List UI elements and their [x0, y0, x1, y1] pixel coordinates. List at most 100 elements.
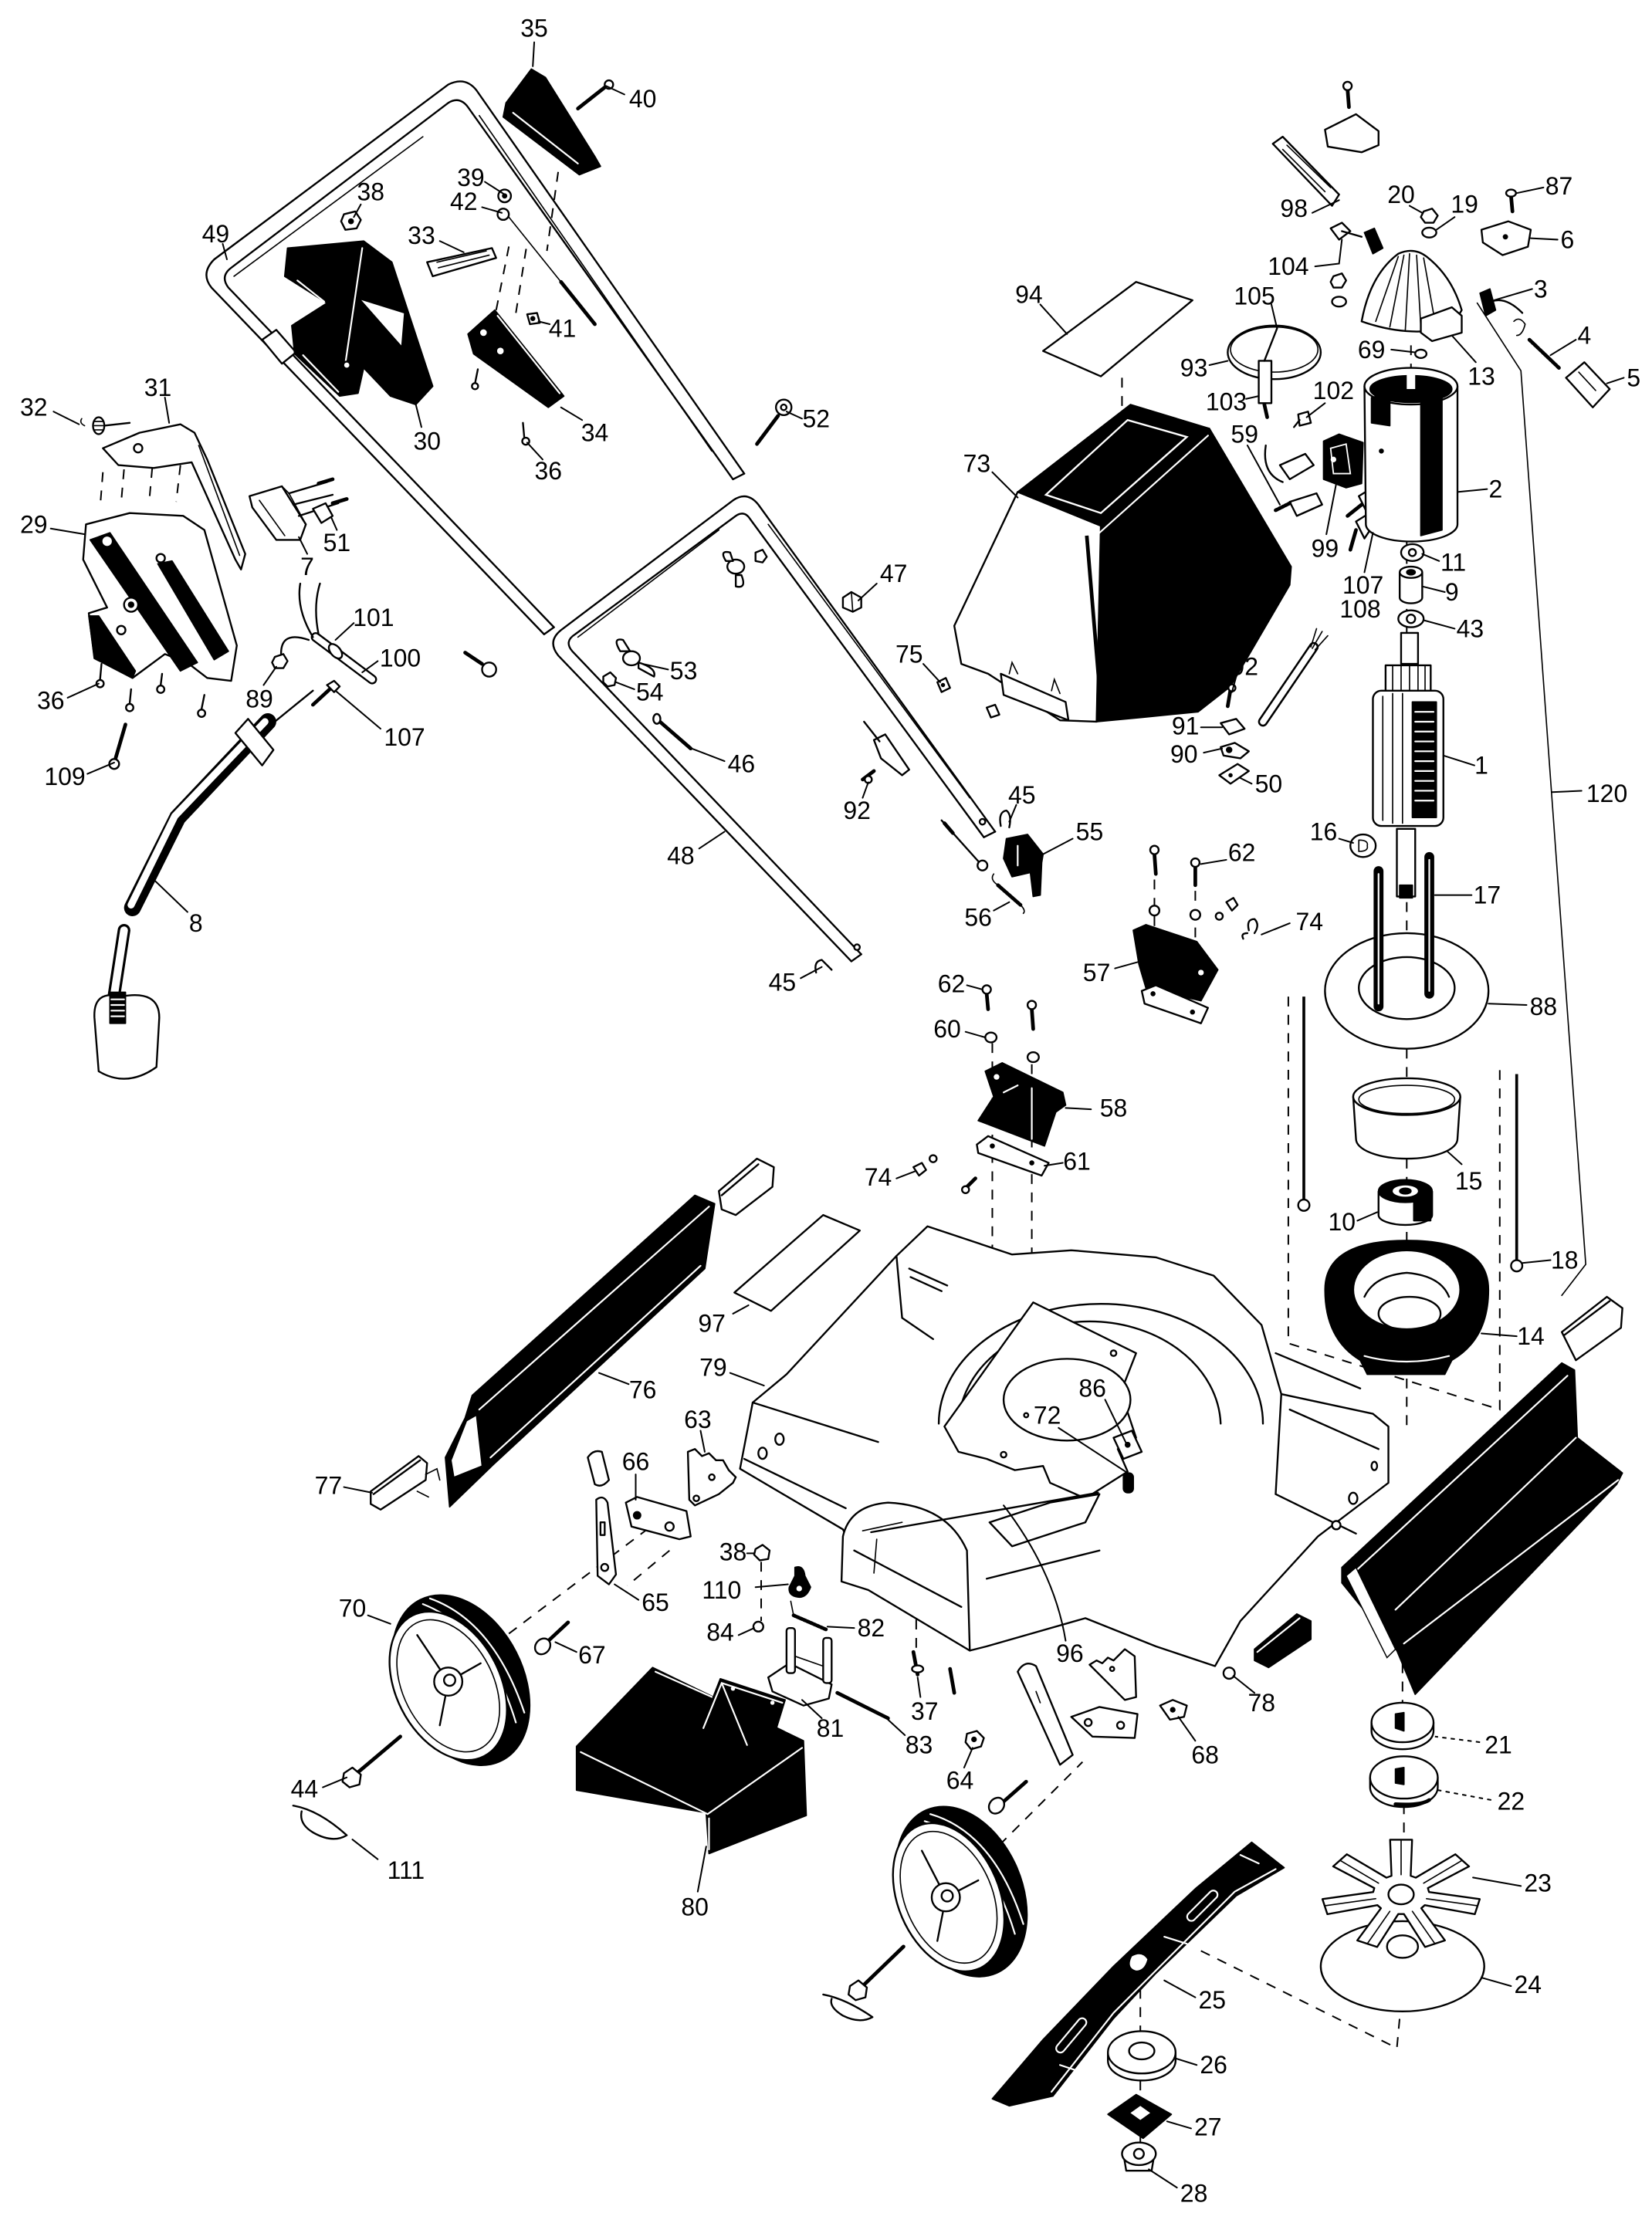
drive-plate-86-72 — [1112, 1430, 1143, 1494]
leader-line-6 — [1529, 237, 1559, 241]
pivot-plate — [1070, 1706, 1139, 1739]
bracket-31-dashed-line-a — [99, 472, 104, 508]
cord-clamp-parts — [1218, 683, 1250, 785]
discharge-chute-inner — [862, 1521, 903, 1574]
blade-25-center-hole — [1129, 1954, 1148, 1971]
plate-61-hole-a — [990, 1143, 995, 1149]
flap-80 — [575, 1667, 807, 1855]
cable-bracket — [863, 720, 910, 777]
clip-75-hole — [940, 682, 946, 688]
spring-4-coil — [1527, 337, 1561, 370]
motor-cover-edge-line — [1085, 535, 1103, 706]
callout-18: 18 — [1551, 1247, 1579, 1274]
spring-32-hook — [80, 418, 86, 427]
clamp-90-hole — [1226, 746, 1233, 753]
leader-line-57 — [1114, 960, 1142, 969]
bracket-81-upright-b — [822, 1636, 833, 1684]
leader-line-59 — [1246, 445, 1281, 506]
ring-15-lip — [1358, 1085, 1456, 1115]
callout-9: 9 — [1445, 578, 1459, 606]
motor-lead-tube — [1258, 628, 1329, 727]
leader-line-94 — [1039, 303, 1068, 335]
sticker-97-body — [733, 1213, 862, 1312]
callout-79: 79 — [699, 1353, 727, 1381]
brush-3-clip — [1513, 318, 1526, 337]
ring-93-outer — [1227, 324, 1322, 381]
callout-1: 1 — [1474, 752, 1488, 780]
leader-line-39 — [484, 181, 506, 196]
bracket-line-120-path — [1476, 302, 1587, 1297]
end-cap-13 — [1360, 249, 1463, 343]
callout-26: 26 — [1200, 2051, 1227, 2079]
wing-nut-upper — [722, 548, 768, 588]
carbon-brush-body — [1363, 227, 1384, 255]
wheel-70-hub-bore — [442, 1673, 456, 1687]
leader-line-100 — [361, 660, 379, 674]
washer-22-rim-shadow — [1393, 1798, 1431, 1807]
callout-20: 20 — [1387, 181, 1415, 208]
rail-76-end-opening — [450, 1414, 483, 1478]
leader-line-3 — [1493, 288, 1533, 301]
leader-line-56 — [993, 901, 1010, 912]
bolt-46 — [652, 712, 693, 751]
switch-box-edge — [496, 314, 560, 394]
serrated-plate-body — [1088, 1648, 1137, 1701]
armature-winding-lines — [1414, 711, 1435, 802]
front-wheel-axle-dashed-line — [998, 1761, 1084, 1846]
flap-80-body — [575, 1667, 807, 1855]
leader-line-60 — [964, 1030, 987, 1039]
bolt-72 — [1122, 1472, 1134, 1494]
lower-handle-outer-edge — [552, 495, 997, 963]
leader-line-26 — [1173, 2057, 1198, 2066]
fan-23 — [1321, 1839, 1481, 1948]
leader-line-21 — [1434, 1735, 1481, 1744]
plate-63 — [686, 1448, 737, 1507]
washer-60-b — [1026, 1051, 1040, 1064]
clip-104-body — [1329, 222, 1363, 241]
motor-housing-2 — [1363, 367, 1459, 543]
spring-32-coil-lines — [93, 421, 104, 431]
spring-82 — [790, 1600, 828, 1632]
washer-26-hole — [1128, 2041, 1156, 2061]
callout-105: 105 — [1234, 282, 1275, 310]
callout-42: 42 — [450, 188, 478, 215]
through-bolt-bracket-dashed-line — [1287, 997, 1501, 1411]
brush-washer — [1331, 296, 1347, 308]
callout-52: 52 — [802, 404, 830, 432]
eye-bolt-lower-ring — [481, 662, 497, 678]
rail-right-end-opening — [1345, 1566, 1396, 1659]
bracket-81 — [767, 1626, 833, 1707]
deck-left-hole-a — [757, 1447, 768, 1460]
wing-nut-53-body — [621, 650, 642, 667]
leader-line-62-right — [1200, 858, 1227, 865]
switch-housing-boss-c-hole — [127, 601, 135, 608]
deck-mount-hole-c — [1023, 1412, 1030, 1419]
screw-36-top — [521, 421, 530, 446]
bracket-57-plate-hole-b — [1190, 1009, 1196, 1015]
fan-23-hub — [1387, 1883, 1415, 1906]
callout-110: 110 — [702, 1576, 741, 1604]
deck-right-hole-b — [1370, 1460, 1379, 1471]
callout-80: 80 — [681, 1893, 709, 1921]
plate-63-hole-a — [708, 1473, 716, 1481]
callout-34: 34 — [581, 419, 609, 447]
callout-32: 32 — [20, 394, 48, 421]
discharge-chute-slot — [853, 1549, 963, 1608]
bearing-housing-step — [1363, 1271, 1451, 1298]
switch-housing-band-b — [157, 560, 229, 661]
bolt-front-wheel-head — [848, 1979, 868, 2002]
eye-bolt-52 — [755, 398, 793, 446]
deck-rear-arm-lines — [895, 1254, 949, 1340]
leader-line-20 — [1408, 205, 1423, 214]
fuse-103-lower-lead — [1262, 402, 1269, 419]
bolt-67-head — [533, 1637, 552, 1656]
motor-housing-shadow-stripe — [1420, 397, 1443, 536]
callout-37: 37 — [911, 1697, 939, 1725]
callout-43: 43 — [1457, 614, 1484, 642]
callout-104: 104 — [1268, 252, 1308, 280]
leader-line-28 — [1148, 2168, 1178, 2189]
switch-housing-front-face — [88, 615, 137, 679]
clip-69-body — [1414, 348, 1428, 360]
callout-41: 41 — [549, 314, 577, 342]
callout-47: 47 — [880, 560, 908, 587]
